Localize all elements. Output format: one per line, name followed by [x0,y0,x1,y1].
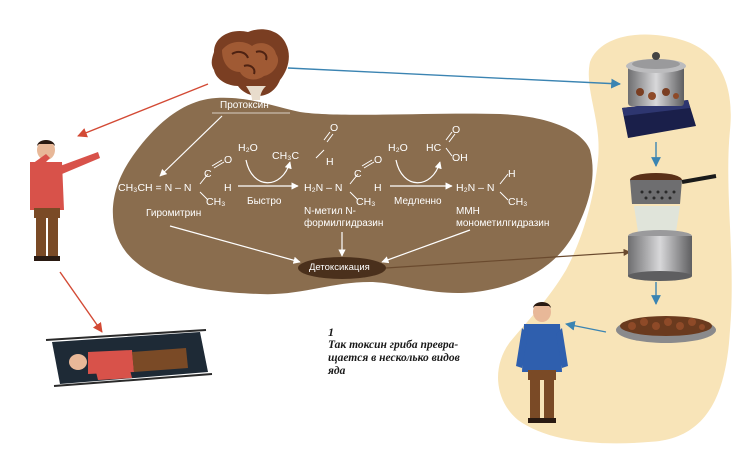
formula-oh: OH [452,152,468,164]
caption-number: 1 [328,325,334,339]
label-mmh: ММН [456,206,480,217]
label-protoxin: Протоксин [220,100,269,111]
caption-line-3: яда [328,365,346,377]
figure-caption: 1 Так токсин гриба превра- щается в неск… [328,326,498,378]
formula-o1: O [224,154,233,166]
formula-h2n-1: H₂N – N [304,182,343,194]
formula-h2o-2: H₂O [388,142,408,154]
formula-o3: O [374,154,383,166]
mushroom-image [211,29,289,100]
arrow-water-curve-2 [395,159,442,184]
formula-ch3c: CH₃C [272,150,300,162]
label-detox: Детоксикация [309,262,370,273]
arrow-protoxin-to-person [77,83,209,138]
formula-h2n-2: H₂N – N [456,182,495,194]
label-fast: Быстро [247,196,282,207]
formula-ch3-1: CH₃ [206,196,226,208]
formula-c1: C [204,168,212,180]
formula-o2: O [330,122,339,134]
person-red-standing [30,140,100,261]
arrow-person-to-stretcher [59,271,103,333]
formula-h1: H [224,182,232,194]
caption-line-1: Так токсин гриба превра- [328,339,459,351]
label-slow: Медленно [394,196,442,207]
boiling-pot-image [622,52,696,138]
arrow-mmh-to-detox [381,229,471,264]
chemistry-background-blob [112,97,593,295]
formula-o4: O [452,124,461,136]
arrow-gyromitrin-to-detox [169,225,301,264]
formula-c2: C [354,168,362,180]
detox-oval [298,257,386,279]
formula-h2: H [326,156,334,168]
drained-pot-image [628,230,692,281]
label-gyromitrin: Гиромитрин [146,208,202,219]
formula-h2o-1: H₂O [238,142,258,154]
person-blue-standing [516,302,568,423]
arrow-water-curve-1 [245,159,292,184]
label-mmh-full: монометилгидразин [456,218,550,229]
arrow-pan-to-person [565,320,607,333]
arrow-protoxin-to-pot [287,67,621,89]
formula-h3: H [374,182,382,194]
person-on-stretcher [45,329,213,387]
arrow-detox-to-drained-pot [385,248,631,269]
formula-hc: HC [426,142,442,154]
caption-line-2: щается в несколько видов [328,352,460,364]
formula-ch3-3: CH₃ [508,196,528,208]
strainer-image [630,173,717,232]
chemical-bonds [199,131,509,201]
arrow-protoxin-to-gyromitrin [159,115,223,177]
frying-pan-image [616,316,716,343]
label-n-methyl-line2: формилгидразин [304,218,384,229]
formula-h4: H [508,168,516,180]
label-n-methyl-line1: N-метил N- [304,206,356,217]
formula-gyromitrin: CH₃CH = N – N [118,182,192,194]
formula-ch3-2: CH₃ [356,196,376,208]
